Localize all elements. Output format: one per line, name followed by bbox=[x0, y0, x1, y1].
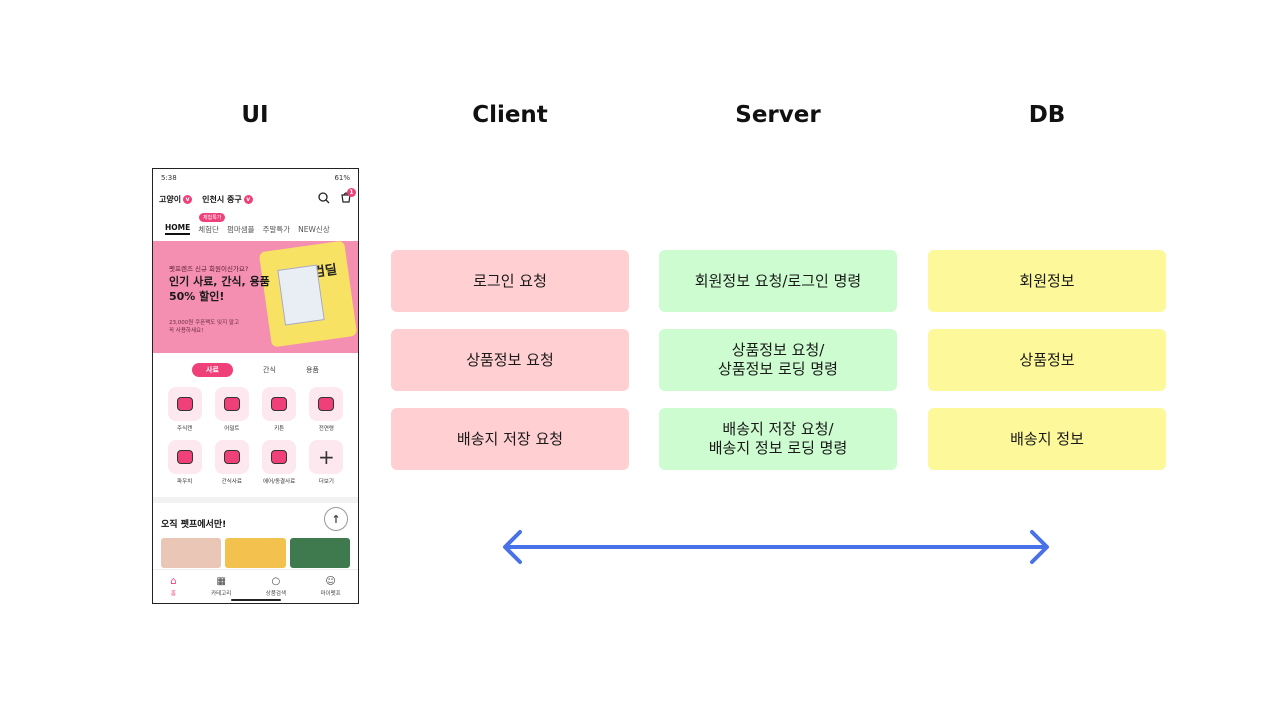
scroll-top-button[interactable]: ↑ bbox=[324, 507, 348, 531]
grid-item[interactable]: + 더보기 bbox=[303, 440, 350, 485]
ui-column-title: UI bbox=[241, 102, 269, 128]
grid-item[interactable]: 간식사료 bbox=[208, 440, 255, 485]
nav-my[interactable]: ☺ 마이펫프 bbox=[320, 575, 341, 597]
nav-label: 카테고리 bbox=[211, 590, 232, 597]
server-box-address: 배송지 저장 요청/ 배송지 정보 로딩 명령 bbox=[659, 408, 897, 470]
status-time: 5:38 bbox=[161, 174, 177, 182]
nav-category[interactable]: ▦ 카테고리 bbox=[211, 575, 232, 597]
tab-sample[interactable]: 펌마샘플 bbox=[226, 225, 255, 234]
grid-item[interactable]: 어덜트 bbox=[208, 387, 255, 432]
nav-search[interactable]: ○ 상품검색 bbox=[265, 575, 287, 597]
grid-item[interactable]: 에어/동결사료 bbox=[256, 440, 303, 485]
section-divider bbox=[153, 497, 358, 503]
status-bar: 5:38 61% bbox=[153, 169, 358, 187]
server-box-login: 회원정보 요청/로그인 명령 bbox=[659, 250, 897, 312]
promo-title: 오직 펫프에서만! bbox=[161, 520, 227, 530]
grid-item-label: 키튼 bbox=[274, 426, 285, 432]
gesture-bar bbox=[231, 599, 281, 601]
grid-item-label: 에어/동결사료 bbox=[263, 479, 296, 485]
grid-icon: ▦ bbox=[216, 575, 226, 587]
app-tab-bar: 체험특가 HOME 체험단 펌마샘플 주말특가 NEW신상 bbox=[153, 211, 358, 241]
cart-count-badge: 1 bbox=[347, 188, 356, 197]
product-thumbnail[interactable] bbox=[289, 538, 350, 568]
category-snack[interactable]: 간식 bbox=[263, 366, 276, 374]
plus-icon: + bbox=[309, 440, 344, 474]
grid-item[interactable]: 파우치 bbox=[161, 440, 208, 485]
bowl-icon bbox=[214, 440, 249, 474]
client-box-login: 로그인 요청 bbox=[391, 250, 629, 312]
cart-button[interactable]: 1 bbox=[340, 188, 356, 205]
banner-headline: 인기 사료, 간식, 용품 50% 할인! bbox=[169, 275, 270, 303]
nav-label: 홈 bbox=[170, 590, 176, 597]
location-selector-label: 인천시 중구 bbox=[202, 194, 242, 204]
db-column-title: DB bbox=[1028, 102, 1066, 128]
promo-thumbnails bbox=[153, 530, 358, 568]
grid-item[interactable]: 전연령 bbox=[303, 387, 350, 432]
promo-section: 오직 펫프에서만! ↑ bbox=[153, 503, 358, 531]
category-food[interactable]: 사료 bbox=[192, 363, 233, 377]
tab-badge: 체험특가 bbox=[199, 213, 226, 222]
promo-banner[interactable]: 웰컴딜 펫프렌즈 신규 회원이신가요? 인기 사료, 간식, 용품 50% 할인… bbox=[153, 241, 358, 353]
db-box-address: 배송지 정보 bbox=[928, 408, 1166, 470]
user-icon: ☺ bbox=[325, 575, 336, 587]
search-icon[interactable] bbox=[318, 192, 330, 204]
category-grid: 주식캔 어덜트 키튼 전연령 파우치 간식사료 에어/동결사료 + 더보기 bbox=[153, 377, 358, 485]
kitten-icon bbox=[262, 387, 297, 421]
nav-label: 마이펫프 bbox=[320, 590, 341, 597]
grid-item-label: 어덜트 bbox=[224, 426, 240, 432]
food-bag-image bbox=[277, 264, 325, 326]
tab-weekend-sale[interactable]: 주말특가 bbox=[262, 225, 291, 234]
bidirectional-arrow bbox=[503, 530, 1049, 564]
tab-new[interactable]: NEW신상 bbox=[298, 225, 330, 234]
banner-footnote: 23,000원 쿠폰팩도 잊지 말고 꼭 사용하세요! bbox=[169, 320, 240, 334]
category-goods[interactable]: 용품 bbox=[306, 366, 319, 374]
search-icon: ○ bbox=[271, 575, 281, 587]
tab-home[interactable]: HOME bbox=[165, 223, 191, 235]
product-thumbnail[interactable] bbox=[225, 538, 286, 568]
all-ages-icon bbox=[309, 387, 344, 421]
banner-line-1: 펫프렌즈 신규 회원이신가요? bbox=[169, 265, 249, 273]
home-icon: ⌂ bbox=[170, 575, 177, 587]
nav-label: 상품검색 bbox=[265, 590, 287, 597]
server-box-product: 상품정보 요청/ 상품정보 로딩 명령 bbox=[659, 329, 897, 391]
adult-cat-icon bbox=[214, 387, 249, 421]
freeze-dried-icon bbox=[262, 440, 297, 474]
category-switcher: 사료 간식 용품 bbox=[153, 353, 358, 377]
product-thumbnail[interactable] bbox=[161, 538, 222, 568]
client-box-address: 배송지 저장 요청 bbox=[391, 408, 629, 470]
pet-selector-label: 고양이 bbox=[159, 194, 182, 204]
bottom-navigation: ⌂홈 ▦카테고리 ○상품검색 ☺마이펫프 bbox=[153, 569, 358, 603]
grid-item[interactable]: 키튼 bbox=[256, 387, 303, 432]
grid-item-label: 더보기 bbox=[318, 479, 334, 485]
server-column-title: Server bbox=[735, 102, 821, 128]
grid-item-label: 전연령 bbox=[318, 426, 334, 432]
grid-item-label: 파우치 bbox=[177, 479, 193, 485]
pouch-icon bbox=[167, 440, 202, 474]
tab-experience[interactable]: 체험단 bbox=[198, 225, 219, 234]
chevron-down-icon: v bbox=[183, 194, 193, 204]
grid-item-label: 주식캔 bbox=[177, 426, 193, 432]
grid-item-label: 간식사료 bbox=[221, 479, 242, 485]
status-battery: 61% bbox=[334, 174, 350, 182]
chevron-down-icon: v bbox=[243, 194, 253, 204]
client-box-product: 상품정보 요청 bbox=[391, 329, 629, 391]
can-icon bbox=[167, 387, 202, 421]
db-box-product: 상품정보 bbox=[928, 329, 1166, 391]
nav-home[interactable]: ⌂홈 bbox=[170, 575, 177, 597]
grid-item[interactable]: 주식캔 bbox=[161, 387, 208, 432]
db-box-member: 회원정보 bbox=[928, 250, 1166, 312]
client-column-title: Client bbox=[472, 102, 548, 128]
